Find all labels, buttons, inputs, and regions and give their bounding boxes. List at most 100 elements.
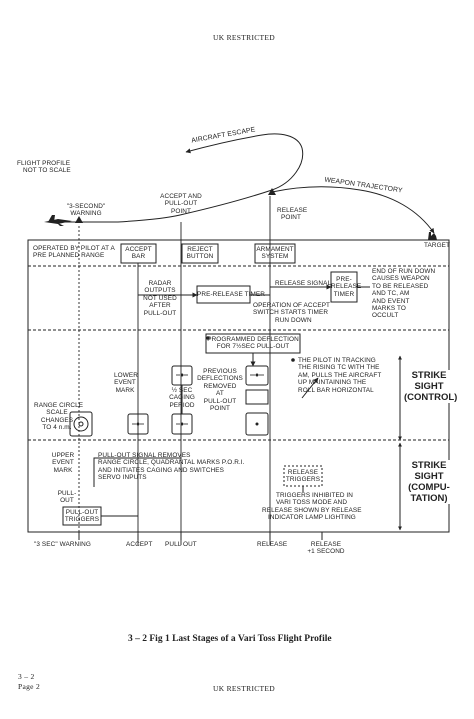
accept-pullout-point-label: ACCEPT AND PULL-OUT POINT (158, 193, 204, 215)
lower-event-line1: LOWER (114, 372, 138, 379)
end-run-down-line1: END OF RUN DOWN (372, 268, 436, 275)
release-point-line1: RELEASE (277, 207, 308, 214)
triggers-inhibited-line3: RELEASE SHOWN BY RELEASE (262, 506, 362, 514)
previous-deflections-line3: REMOVED (203, 382, 237, 390)
range-circle-label: RANGE CIRCLE SCALE CHANGES TO 4 n.m. (34, 402, 84, 432)
accept-operation-line2: SWITCH STARTS TIMER (253, 309, 329, 317)
release-point-label: RELEASE POINT (277, 207, 307, 222)
previous-deflections-line2: DEFLECTIONS (197, 375, 243, 383)
figure-caption: 3 – 2 Fig 1 Last Stages of a Vari Toss F… (128, 634, 332, 644)
three-second-warning-label: "3-SECOND" WARNING (64, 203, 108, 218)
timeline-release-plus-line1: RELEASE (310, 541, 342, 548)
classification-top: UK RESTRICTED (213, 33, 276, 42)
reject-button-box (181, 243, 219, 264)
range-circle-line1: RANGE CIRCLE (34, 402, 84, 409)
pilot-tracking-line4: UP MAINTAINING THE (298, 379, 367, 387)
strike-sight-comp-line2: SIGHT (414, 471, 444, 482)
lower-event-line2: EVENT (114, 379, 136, 387)
target-label: TARGET (424, 242, 451, 249)
pilot-tracking-label: THE PILOT IN TRACKING THE RISING TC WITH… (298, 357, 381, 394)
reject-button-line2: BUTTON (186, 253, 214, 261)
accept-bar-line1: ACCEPT (125, 246, 152, 253)
accept-pullout-line1: ACCEPT AND (160, 193, 202, 200)
reject-button-label: REJECT BUTTON (182, 246, 218, 261)
range-circle-line2: SCALE (46, 409, 68, 417)
caging-period-line2: CAGING (169, 394, 195, 402)
upper-event-line2: EVENT (52, 459, 74, 467)
accept-bar-label: ACCEPT BAR (121, 246, 156, 261)
end-run-down-line4: AND TC, AM (372, 290, 410, 298)
radar-outputs-line3: NOT USED (143, 294, 177, 302)
timeline-accept: ACCEPT (126, 541, 153, 548)
range-circle-display (69, 411, 93, 437)
previous-deflections-line1: PREVIOUS (203, 368, 237, 375)
reject-button-line1: REJECT (187, 246, 213, 253)
sight-display-4 (245, 412, 269, 436)
accept-pullout-line3: POINT (170, 207, 192, 215)
upper-event-line1: UPPER (51, 452, 75, 459)
range-circle-line3: CHANGES (40, 416, 74, 424)
pullout-signal-label: PULL-OUT SIGNAL REMOVES RANGE CIRCLE, QU… (98, 452, 245, 482)
event-lines (78, 196, 271, 545)
end-run-down-line7: OCCULT (372, 312, 399, 320)
release-point-line2: POINT (281, 214, 302, 222)
radar-outputs-line1: RADAR (148, 280, 172, 287)
strike-sight-comp-line1: STRIKE (411, 460, 447, 471)
pre-release-small-line2: RELEASE (331, 283, 362, 291)
pullout-signal-line1: PULL-OUT SIGNAL REMOVES (98, 452, 191, 459)
pilot-operated-label: OPERATED BY PILOT AT A PRE PLANNED RANGE (33, 245, 115, 260)
end-run-down-line6: MARKS TO (372, 305, 406, 313)
triggers-inhibited-label: TRIGGERS INHIBITED IN VARI TOSS MODE AND… (262, 492, 362, 522)
release-triggers-label: RELEASE TRIGGERS (284, 469, 322, 484)
strike-sight-comp-line3: (COMPU- (408, 482, 450, 493)
release-signal-label: RELEASE SIGNAL (275, 280, 332, 287)
end-of-run-down-label: END OF RUN DOWN CAUSES WEAPON TO BE RELE… (372, 268, 435, 320)
page-number: Page 2 (18, 682, 41, 691)
pullout-signal-line4: SERVO INPUTS (98, 474, 147, 482)
pilot-tracking-line2: THE RISING TC WITH THE (298, 364, 380, 372)
profile-note-line2: NOT TO SCALE (23, 167, 71, 175)
pilot-operated-line2: PRE PLANNED RANGE (33, 252, 105, 260)
pre-release-small-line1: PRE- (336, 276, 352, 283)
timeline-release: RELEASE (257, 541, 288, 548)
armament-system-line2: SYSTEM (261, 253, 289, 261)
pre-release-timer-small-label: PRE- RELEASE TIMER (331, 276, 362, 298)
caging-period-label: ½ SEC CAGING PERIOD (162, 387, 202, 409)
profile-note-line1: FLIGHT PROFILE (17, 160, 71, 167)
accept-operation-line3: RUN DOWN (275, 316, 312, 324)
armament-system-line1: ARMAMENT (256, 246, 294, 253)
caging-period-line1: ½ SEC (171, 387, 193, 394)
pullout-signal-line3: AND INITIATES CAGING AND SWITCHES (98, 466, 225, 474)
release-triggers-line2: TRIGGERS (285, 476, 321, 484)
pullout-signal-line2: RANGE CIRCLE, QUADRANTAL MARKS P.O.R.I. (98, 459, 245, 467)
warning-marker-icon (75, 216, 83, 223)
previous-deflections-line4: AT (216, 390, 224, 398)
lower-event-line3: MARK (115, 386, 135, 394)
end-run-down-line3: TO BE RELEASED (372, 282, 429, 290)
sight-display-5 (127, 413, 149, 435)
timeline-release-plus-line2: +1 SECOND (307, 548, 345, 556)
previous-deflections-line6: POINT (209, 405, 231, 413)
accept-operation-label: OPERATION OF ACCEPT SWITCH STARTS TIMER … (253, 302, 330, 324)
section-number: 3 – 2 (18, 672, 35, 681)
strike-sight-comp-line4: TATION) (410, 493, 448, 504)
pilot-operated-line1: OPERATED BY PILOT AT A (33, 245, 115, 252)
triggers-inhibited-line1: TRIGGERS INHIBITED IN (276, 492, 354, 499)
asterisk-icon (206, 336, 210, 340)
sight-display-3 (245, 389, 269, 405)
accept-pullout-line2: PULL-OUT (164, 200, 198, 208)
three-second-warning-line1: "3-SECOND" (66, 203, 106, 210)
aircraft-icon (44, 215, 72, 226)
lower-event-mark-label: LOWER EVENT MARK (114, 372, 138, 394)
upper-event-mark-label: UPPER EVENT MARK (50, 452, 76, 474)
accept-bar-line2: BAR (131, 253, 146, 261)
pilot-tracking-line1: THE PILOT IN TRACKING (298, 357, 376, 364)
armament-system-label: ARMAMENT SYSTEM (255, 246, 295, 261)
strike-sight-control-line3: (CONTROL) (404, 392, 458, 403)
pre-release-timer-label: PRE-RELEASE TIMER (197, 291, 265, 298)
accept-operation-line1: OPERATION OF ACCEPT (253, 302, 331, 309)
pull-out-line1: PULL- (57, 490, 77, 497)
pullout-triggers-line1: PULL-OUT (65, 509, 99, 516)
classification-bottom: UK RESTRICTED (213, 684, 276, 693)
timeline-release-plus: RELEASE +1 SECOND (304, 541, 348, 556)
